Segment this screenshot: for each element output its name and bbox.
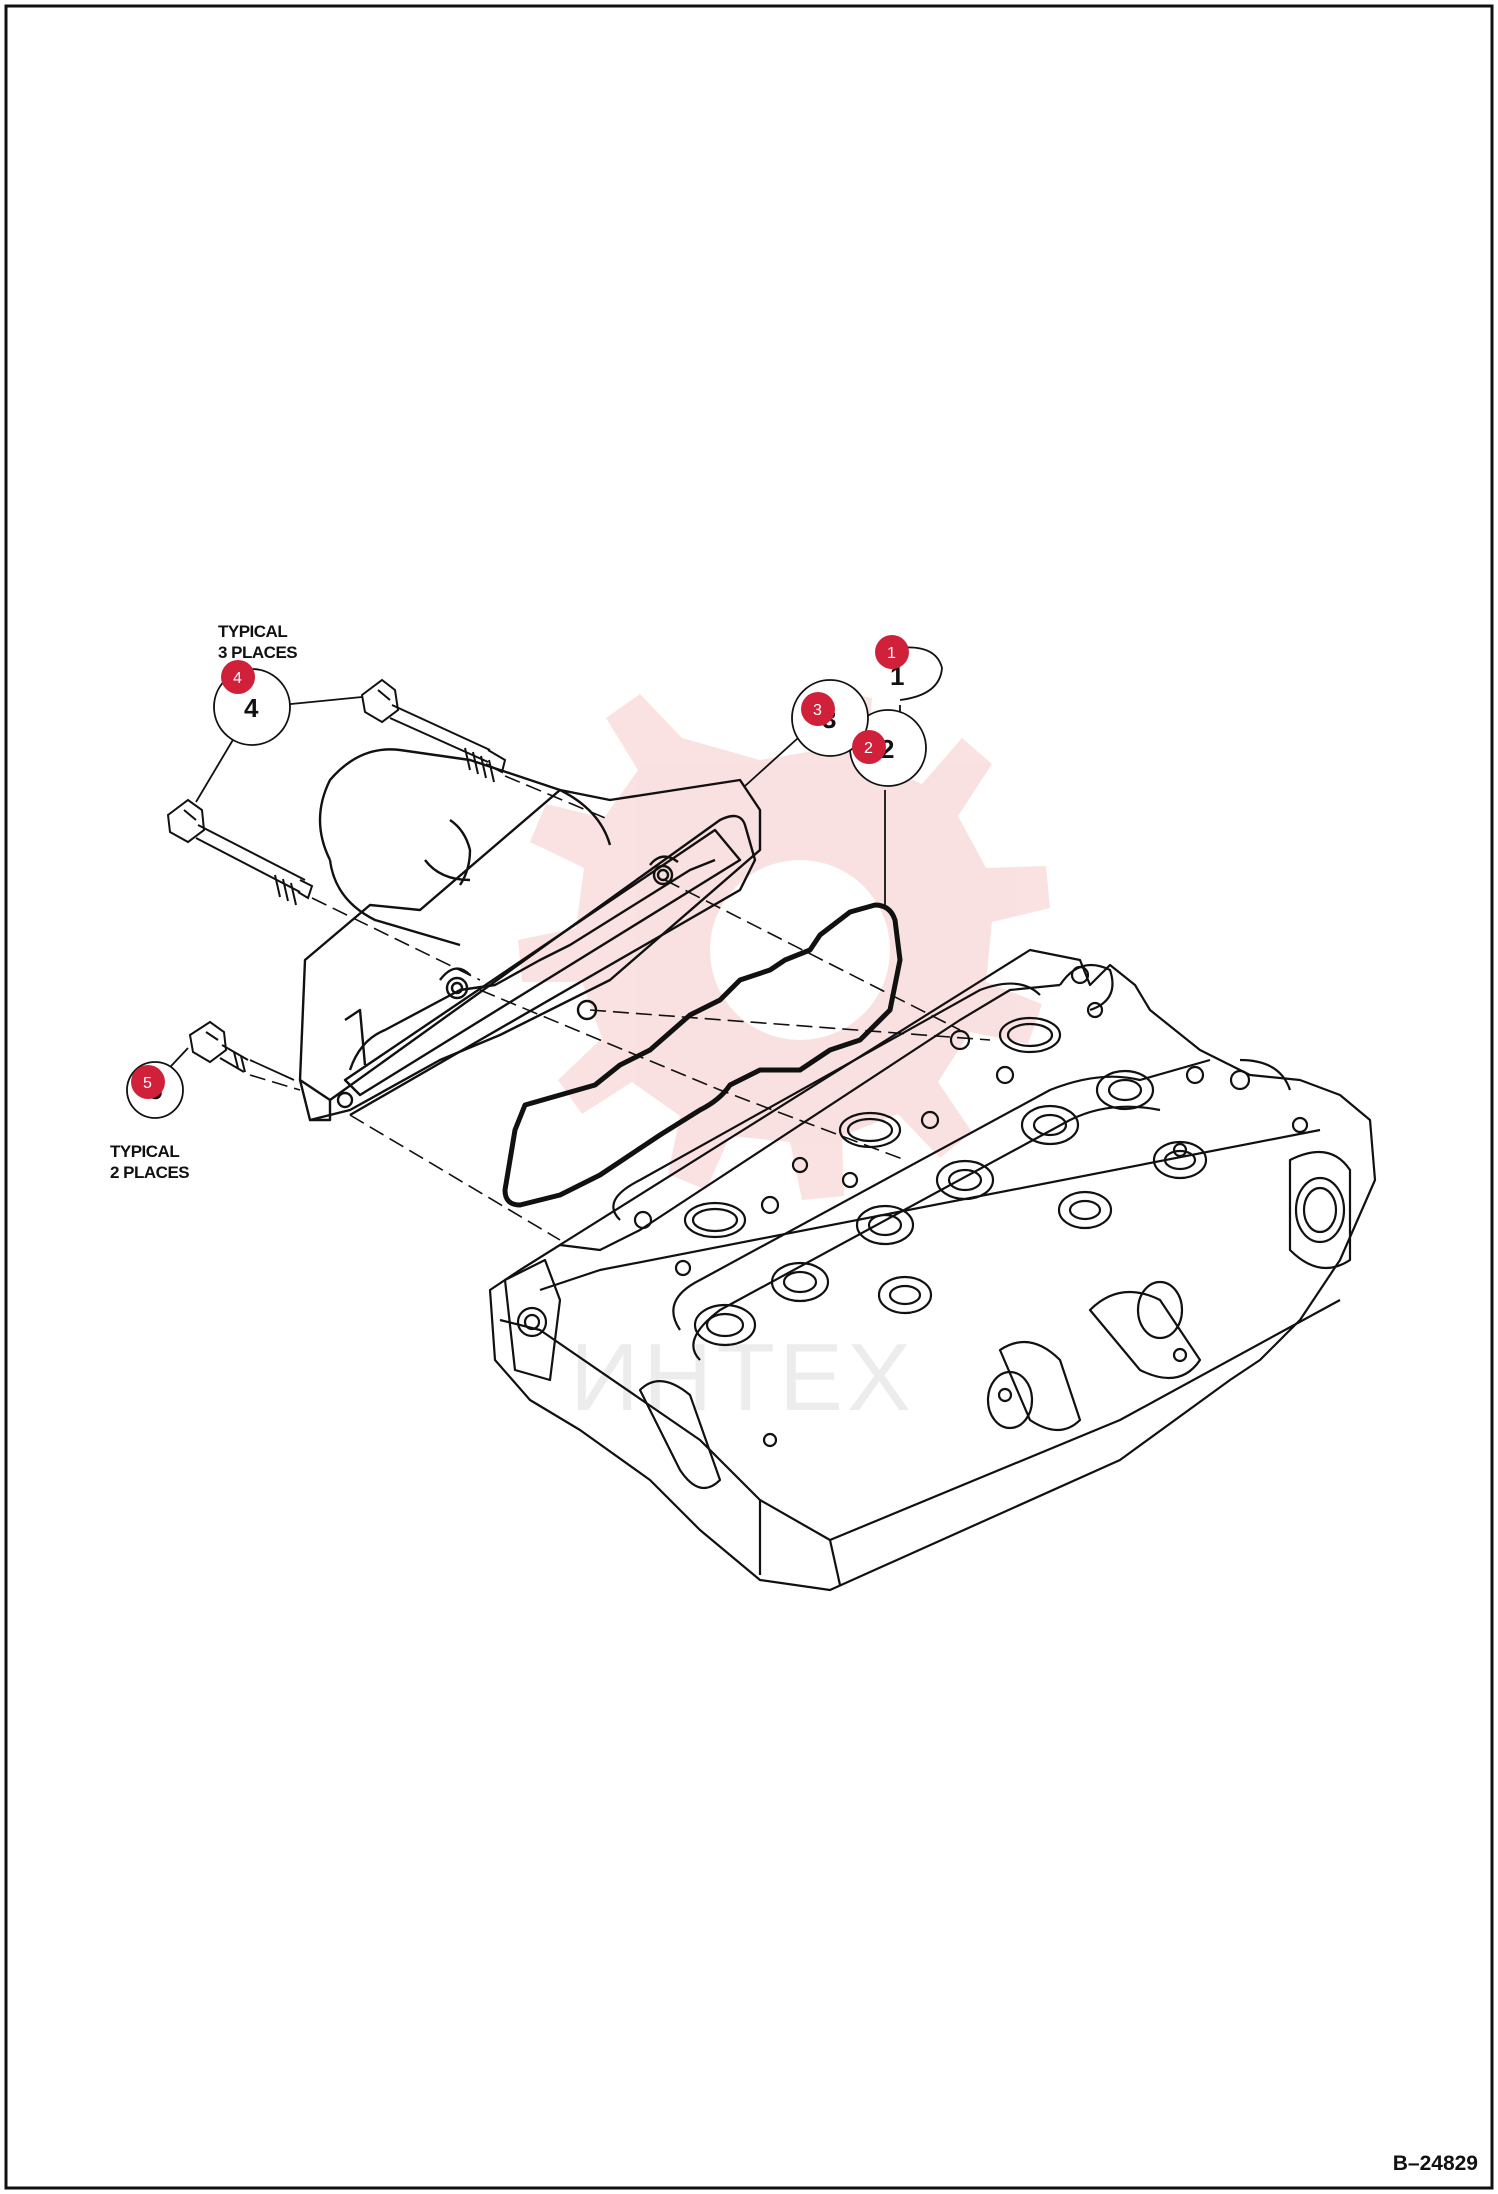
hotspot-1[interactable]: 1 — [875, 635, 909, 669]
assembly-lines — [249, 775, 991, 1241]
short-bolt — [188, 1020, 249, 1073]
deck-bolt-holes — [633, 965, 1309, 1448]
note-typical-3-places: TYPICAL 3 PLACES — [218, 622, 298, 662]
svg-text:3: 3 — [813, 702, 822, 719]
svg-text:1: 1 — [887, 645, 896, 662]
note-line-1: TYPICAL — [218, 622, 287, 641]
hotspot-4[interactable]: 4 — [221, 660, 255, 694]
long-bolt-upper — [360, 678, 507, 783]
thermostat-housing — [298, 748, 762, 1122]
svg-text:4: 4 — [233, 670, 242, 687]
hotspot-3[interactable]: 3 — [801, 692, 835, 726]
drawing-number: B–24829 — [1393, 2152, 1478, 2175]
gasket — [502, 902, 903, 1208]
svg-text:5: 5 — [143, 1075, 152, 1092]
long-bolt-lower — [166, 798, 314, 906]
watermark-logo — [518, 690, 1050, 1200]
svg-text:4: 4 — [244, 693, 259, 723]
svg-text:2: 2 — [864, 740, 873, 757]
note-line-2: 3 PLACES — [218, 643, 297, 662]
note-line-1: TYPICAL — [110, 1142, 179, 1161]
note-typical-2-places: TYPICAL 2 PLACES — [110, 1142, 190, 1182]
cylinder-head — [488, 948, 1377, 1592]
hotspot-5[interactable]: 5 — [131, 1065, 165, 1099]
hotspot-2[interactable]: 2 — [852, 730, 886, 764]
note-line-2: 2 PLACES — [110, 1163, 189, 1182]
page-border — [4, 4, 1494, 2190]
